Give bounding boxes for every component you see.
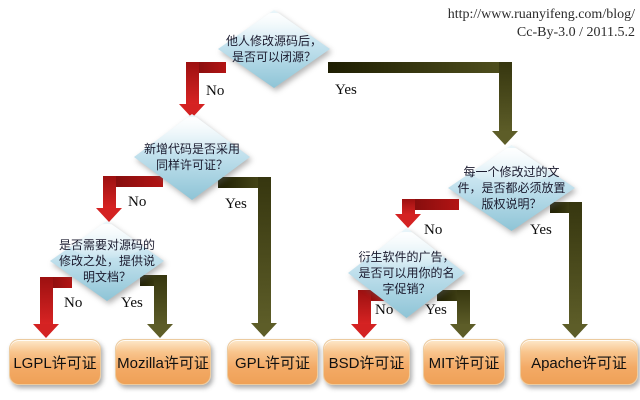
arrowhead-down-icon — [179, 104, 205, 118]
diamond-shape — [448, 145, 575, 231]
label-no-same-license: No — [128, 194, 147, 210]
decision-question: 衍生软件的广告， 是否可以用你的名 字促销？ — [358, 250, 455, 296]
label-yes-docs-required: Yes — [121, 295, 143, 311]
decision-copyright-notice: 每一个修改过的文 件，是否都必须放置 版权说明？ — [448, 145, 575, 231]
diamond-shape — [218, 10, 330, 88]
diamond-shape — [134, 114, 250, 200]
diamond-shape — [50, 221, 164, 301]
license-label: MIT许可证 — [428, 354, 500, 372]
decision-question: 是否需要对源码的 修改之处，提供说 明文档？ — [58, 238, 155, 284]
decision-closed-source: 他人修改源码后， 是否可以闭源？ — [218, 10, 330, 88]
attribution-header: http://www.ruanyifeng.com/blog/ Cc-By-3.… — [448, 6, 635, 42]
license-label: Apache许可证 — [531, 354, 627, 372]
arrowhead-down-icon — [395, 214, 421, 228]
license-box-bsd: BSD许可证 — [323, 339, 410, 385]
diamond-shape — [348, 228, 465, 318]
decision-question: 新增代码是否采用 同样许可证？ — [143, 142, 240, 172]
arrowhead-down-icon — [351, 324, 377, 338]
arrow-horizontal-bar — [550, 202, 582, 213]
arrow-vertical-bar — [457, 290, 470, 326]
label-yes-name-promotion: Yes — [425, 302, 447, 318]
arrowhead-down-icon — [450, 324, 476, 338]
license-label: LGPL许可证 — [13, 354, 97, 372]
license-label: BSD许可证 — [328, 354, 405, 372]
label-no-docs-required: No — [64, 295, 83, 311]
decision-same-license: 新增代码是否采用 同样许可证？ — [134, 114, 250, 200]
arrow-vertical-bar — [40, 277, 53, 326]
arrow-horizontal-bar — [187, 62, 226, 73]
arrow-vertical-bar — [103, 176, 116, 210]
label-yes-closed-source: Yes — [335, 82, 357, 98]
license-box-gpl: GPL许可证 — [227, 339, 318, 385]
label-yes-copyright-notice: Yes — [530, 222, 552, 238]
label-no-name-promotion: No — [375, 302, 394, 318]
arrow-horizontal-bar — [218, 177, 271, 188]
arrow-vertical-bar — [154, 275, 167, 326]
arrow-horizontal-bar — [103, 176, 163, 187]
license-label: GPL许可证 — [234, 354, 310, 372]
arrowhead-down-icon — [96, 208, 122, 222]
arrow-horizontal-bar — [140, 275, 167, 286]
arrow-vertical-bar — [499, 62, 512, 133]
arrow-horizontal-bar — [40, 277, 72, 288]
arrow-horizontal-bar — [358, 290, 385, 301]
decision-name-promotion: 衍生软件的广告， 是否可以用你的名 字促销？ — [348, 228, 465, 318]
arrow-vertical-bar — [358, 290, 371, 326]
blog-url-text: http://www.ruanyifeng.com/blog/ — [447, 7, 635, 22]
arrow-vertical-bar — [186, 62, 199, 106]
arrowhead-down-icon — [492, 131, 518, 145]
license-box-mit: MIT许可证 — [423, 339, 505, 385]
arrow-horizontal-bar — [402, 199, 459, 210]
decision-question: 他人修改源码后， 是否可以闭源？ — [225, 34, 322, 64]
arrow-horizontal-bar — [328, 62, 509, 73]
arrow-vertical-bar — [402, 199, 415, 216]
decision-docs-required: 是否需要对源码的 修改之处，提供说 明文档？ — [50, 221, 164, 301]
arrowhead-down-icon — [562, 324, 588, 338]
label-yes-same-license: Yes — [225, 196, 247, 212]
label-no-closed-source: No — [206, 83, 225, 99]
license-box-apache: Apache许可证 — [520, 339, 638, 385]
label-no-copyright-notice: No — [424, 222, 443, 238]
arrow-vertical-bar — [569, 202, 582, 326]
license-box-lgpl: LGPL许可证 — [9, 339, 101, 385]
arrowhead-down-icon — [251, 323, 277, 337]
arrowhead-down-icon — [33, 324, 59, 338]
license-date-text: Cc-By-3.0 / 2011.5.2 — [516, 25, 635, 40]
arrow-horizontal-bar — [437, 290, 470, 301]
license-box-mozilla: Mozilla许可证 — [115, 339, 211, 385]
arrow-vertical-bar — [258, 177, 271, 325]
arrowhead-down-icon — [147, 324, 173, 338]
decision-question: 每一个修改过的文 件，是否都必须放置 版权说明？ — [457, 165, 566, 211]
license-label: Mozilla许可证 — [117, 354, 209, 372]
